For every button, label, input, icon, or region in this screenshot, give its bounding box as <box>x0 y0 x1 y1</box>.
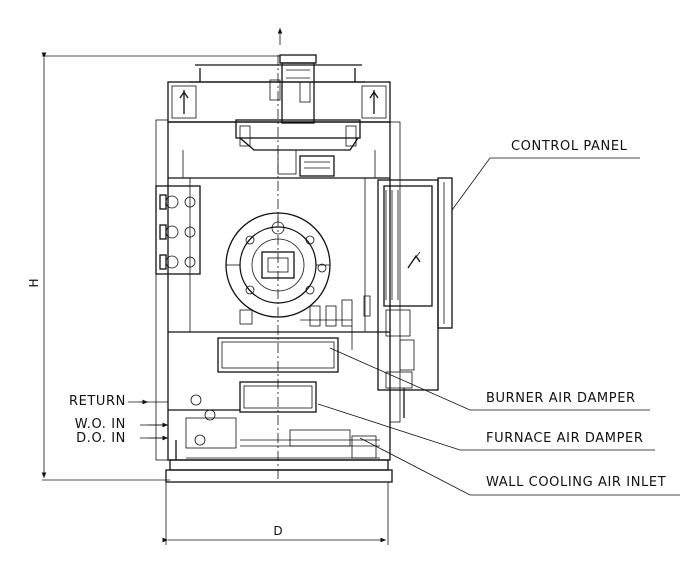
burner-fittings <box>239 295 371 350</box>
flue-outlet <box>190 54 365 124</box>
lower-piping <box>140 394 380 460</box>
furnace-air-damper <box>239 381 317 413</box>
height-dimension: H <box>27 52 280 481</box>
base-frame <box>165 459 393 483</box>
control-panel-label: CONTROL PANEL <box>511 139 628 154</box>
wall-cooling-air-inlet-label: WALL COOLING AIR INLET <box>486 475 666 490</box>
furnace-air-damper-label: FURNACE AIR DAMPER <box>486 431 644 446</box>
height-label: H <box>27 278 41 287</box>
burner-air-damper-label: BURNER AIR DAMPER <box>486 391 636 406</box>
depth-dimension: D <box>162 482 389 545</box>
centerline <box>277 28 283 480</box>
burner-front <box>225 212 331 318</box>
boiler-casing <box>155 119 401 461</box>
return-label: RETURN <box>69 394 126 409</box>
burner-air-damper <box>217 337 339 373</box>
control-panel-drawing <box>377 177 453 418</box>
do-in-label: D.O. IN <box>76 431 126 446</box>
upper-frame <box>167 81 391 123</box>
leader-lines <box>128 157 680 496</box>
wo-in-label: W.O. IN <box>75 417 126 432</box>
left-valve-panel <box>155 185 201 275</box>
burner-top-housing <box>235 119 361 177</box>
depth-label: D <box>273 524 282 538</box>
